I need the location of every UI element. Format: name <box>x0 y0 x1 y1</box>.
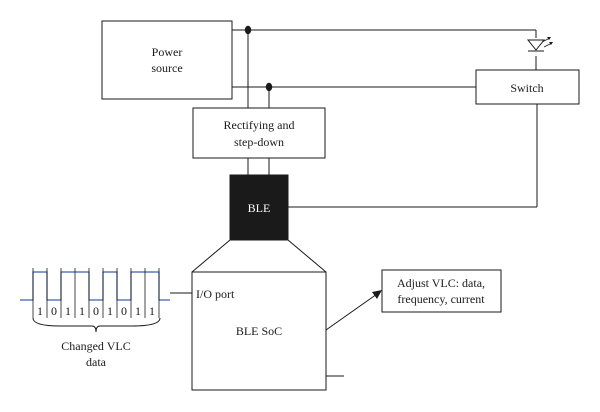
bit-label: 1 <box>107 304 113 318</box>
bit-label: 1 <box>37 304 43 318</box>
ble-block: BLE <box>229 174 289 241</box>
bit-label: 1 <box>65 304 71 318</box>
power-source-label-2: source <box>151 61 182 75</box>
switch-label: Switch <box>510 81 543 95</box>
rectifier-block: Rectifying and step-down <box>192 107 326 159</box>
signal-trace <box>20 271 170 301</box>
ble-box <box>229 174 289 241</box>
soc-label: BLE SoC <box>236 324 282 338</box>
arrow-soc-adjust <box>325 293 378 331</box>
rectifier-box <box>192 107 326 159</box>
power-source-box <box>101 20 233 100</box>
power-source-block: Power source <box>101 20 233 100</box>
bit-label: 1 <box>149 304 155 318</box>
bit-label: 0 <box>121 304 127 318</box>
led-icon <box>526 37 553 52</box>
soc-block: I/O port BLE SoC <box>191 271 327 391</box>
wire-expand-left <box>191 239 231 273</box>
rectifier-label-1: Rectifying and <box>224 118 295 132</box>
junction-dot-top <box>244 25 252 35</box>
adjust-label-2: frequency, current <box>397 292 485 306</box>
power-source-label-1: Power <box>152 45 183 59</box>
bit-label: 1 <box>135 304 141 318</box>
wire-expand-right <box>287 239 327 273</box>
bit-label: 1 <box>79 304 85 318</box>
ble-label: BLE <box>248 201 271 215</box>
switch-box <box>475 69 580 105</box>
junction-dot-mid <box>265 82 273 92</box>
bit-label: 0 <box>51 304 57 318</box>
bit-label: 0 <box>93 304 99 318</box>
adjust-box <box>381 269 502 313</box>
signal-brace <box>32 317 161 333</box>
signal-caption-1: Changed VLC <box>61 339 130 353</box>
signal-waveform <box>20 268 170 318</box>
io-port-label: I/O port <box>196 287 235 301</box>
arrow-head <box>372 290 382 299</box>
rectifier-label-2: step-down <box>234 135 284 149</box>
signal-caption-2: data <box>86 355 107 369</box>
soc-box <box>191 271 327 391</box>
switch-block: Switch <box>475 69 580 105</box>
adjust-label-1: Adjust VLC: data, <box>397 276 485 290</box>
adjust-block: Adjust VLC: data, frequency, current <box>381 269 502 313</box>
